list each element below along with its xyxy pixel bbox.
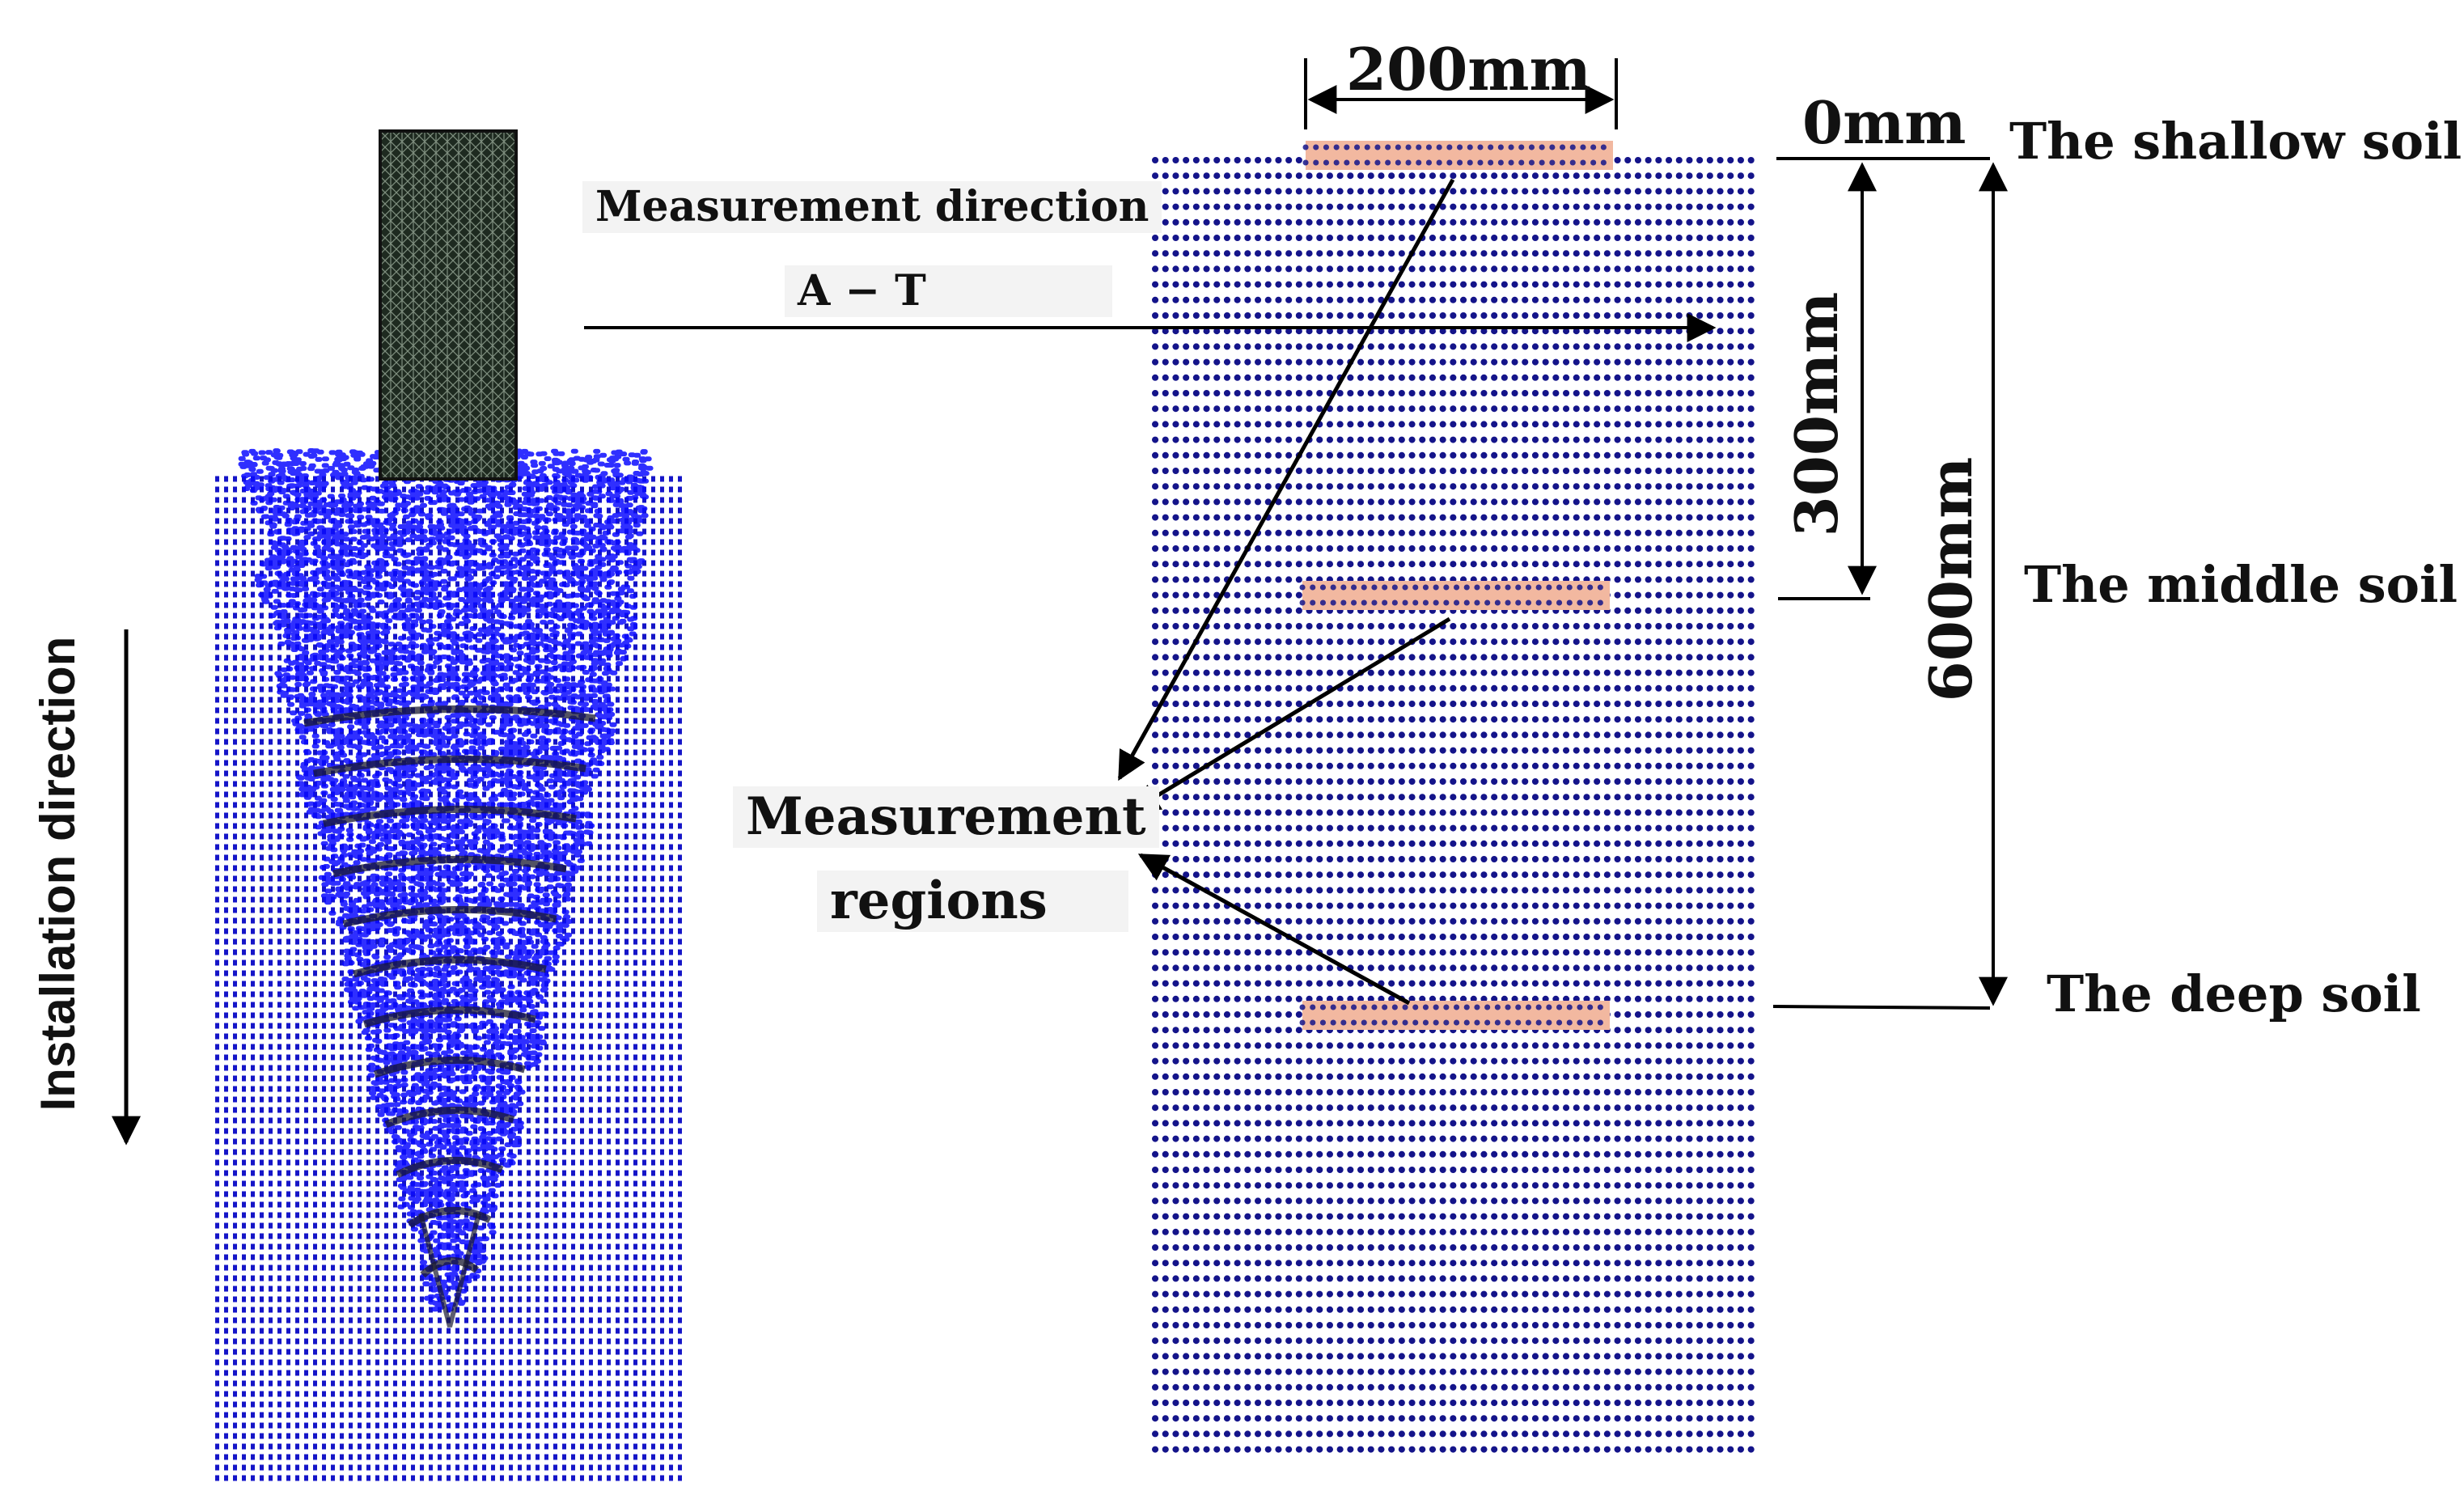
region-pointer-deep [1137, 853, 1411, 1006]
depth-mid-label: 300mm [1782, 291, 1851, 537]
region-pointer-shallow [1117, 178, 1455, 782]
helical-blade-streaks [303, 705, 596, 1328]
depth-leader-deep [1772, 1005, 1991, 1010]
pile-shaft [379, 129, 518, 481]
measurement-regions-line2: regions [817, 870, 1128, 932]
region-pointer-middle [1129, 616, 1451, 813]
installation-direction-label: Installation direction [31, 636, 85, 1112]
direction-code-label: A − T [785, 265, 1112, 317]
width-dimension-label: 200mm [1346, 35, 1591, 104]
deep-soil-label: The deep soil [2047, 964, 2421, 1023]
depth-zero-label: 0mm [1802, 88, 1967, 157]
shallow-soil-label: The shallow soil [2009, 112, 2462, 171]
depth-total-label: 600mm [1916, 456, 1985, 702]
measurement-band-dots [1299, 144, 1616, 1026]
measurement-regions-line1: Measurement [733, 786, 1159, 848]
middle-soil-label: The middle soil [2024, 555, 2458, 614]
right-soil-particle-grid [1152, 157, 1763, 1453]
measurement-direction-label: Measurement direction [582, 181, 1162, 233]
